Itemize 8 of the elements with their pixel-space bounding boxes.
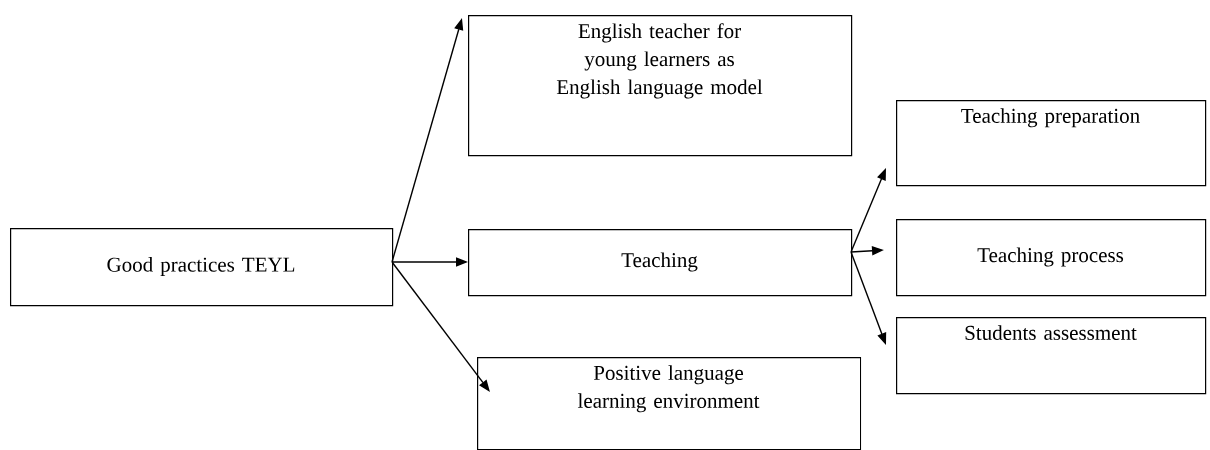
process-box: Students assessment bbox=[896, 317, 1207, 395]
process-box: Good practices TEYL bbox=[10, 228, 394, 307]
process-box: Teaching process bbox=[896, 219, 1207, 297]
process-box: Teaching bbox=[468, 229, 853, 297]
process-box: Positive language learning environment bbox=[477, 357, 862, 450]
process-box: Teaching preparation bbox=[896, 100, 1207, 187]
arrow bbox=[391, 261, 490, 392]
process-box: English teacher for young learners as English language model bbox=[468, 15, 853, 157]
